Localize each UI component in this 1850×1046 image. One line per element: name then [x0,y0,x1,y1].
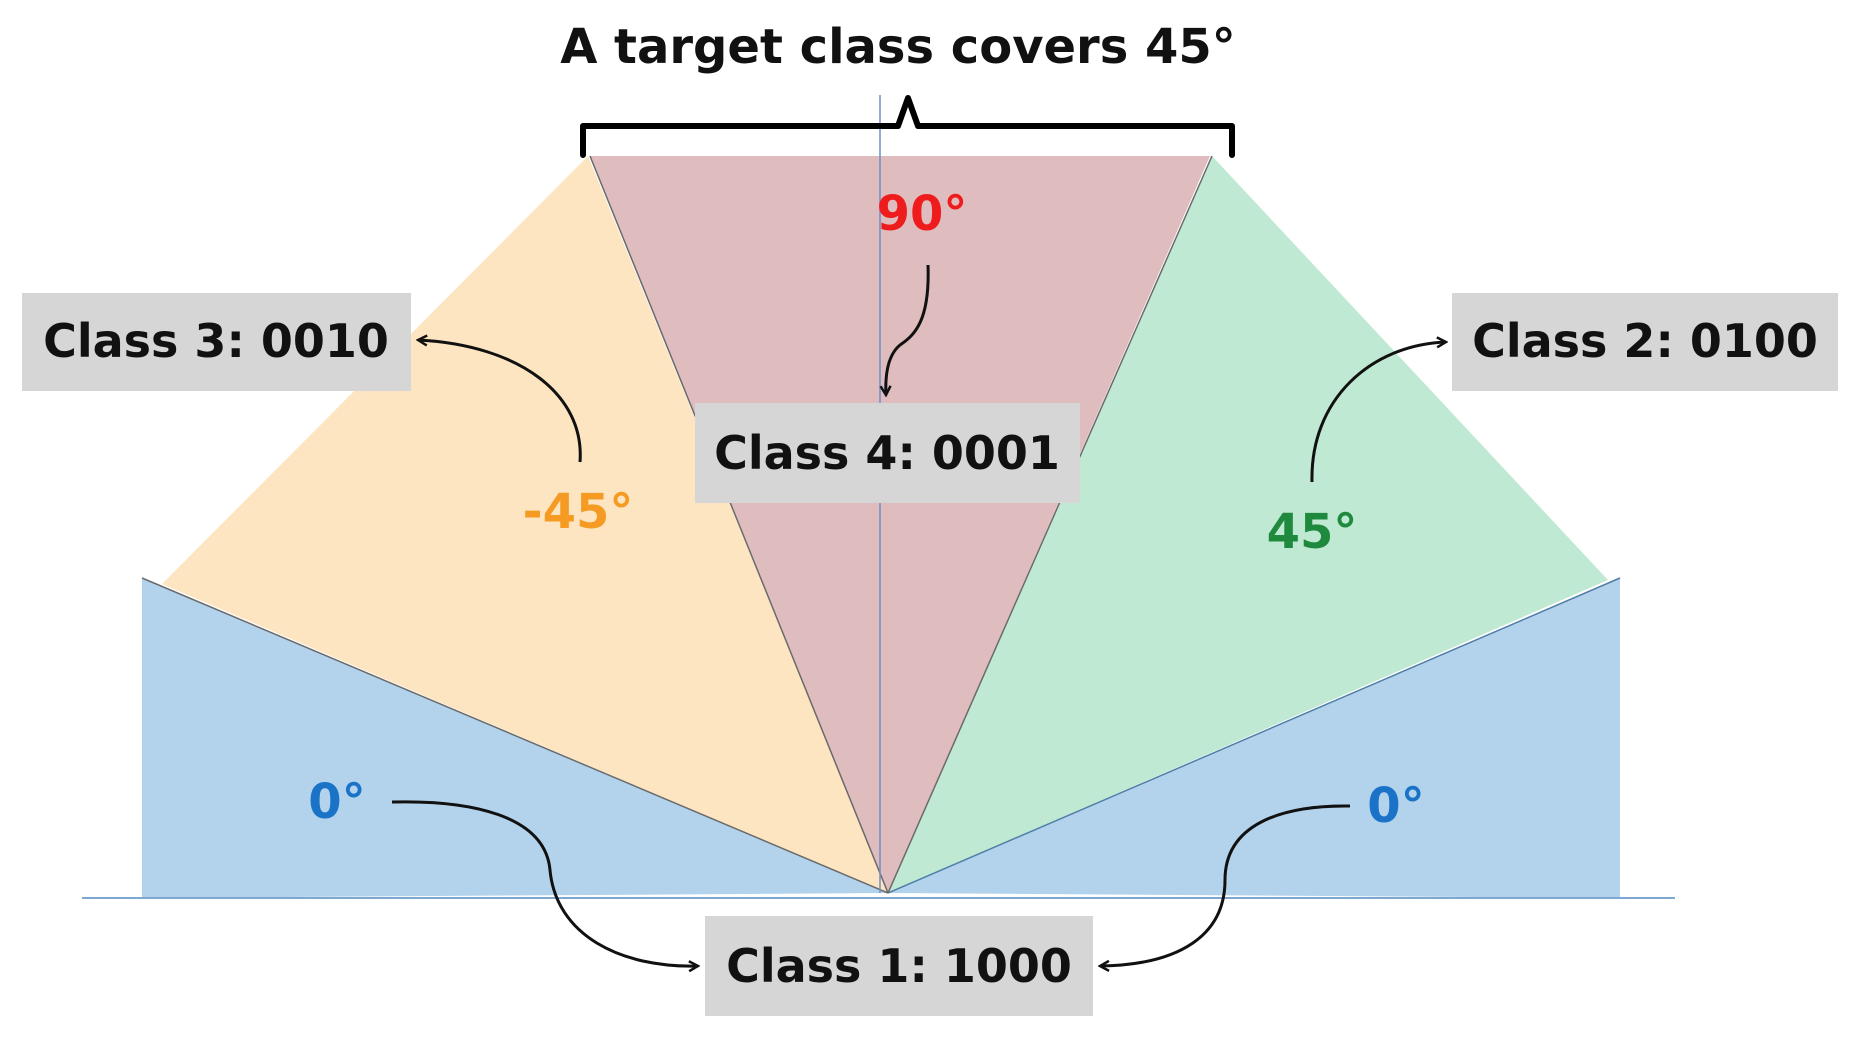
class-1-box [705,916,1093,1016]
angle-0-right-label: 0° [1367,778,1424,834]
class-1-label: Class 1: 1000 [726,939,1072,993]
angle-45-label: 45° [1267,504,1358,560]
title: A target class covers 45° [560,19,1236,75]
class-2-label: Class 2: 0100 [1472,314,1818,368]
red-sector [590,156,1210,893]
class-2-box [1452,293,1838,391]
arrow-90-to-class-4 [886,264,930,395]
boundary-line-left-lower [141,577,889,894]
angle-neg45-label: -45° [523,484,634,540]
class-4-label: Class 4: 0001 [714,426,1060,480]
boundary-line-left-upper [589,155,889,894]
arrow-neg45-to-class-3 [418,340,582,463]
orange-sector [162,156,888,893]
boundary-line-right-upper [887,155,1213,894]
boundary-line-right-lower [887,577,1621,894]
green-sector [888,156,1608,893]
blue-sector-left [142,578,888,898]
angle-90-label: 90° [877,186,968,242]
arrow-0-left-to-class-1 [391,800,698,966]
curly-brace [580,95,1235,158]
arrow-0-right-to-class-1 [1100,804,1351,966]
blue-sector-right [888,578,1620,898]
class-4-box [695,403,1080,503]
class-3-box [22,293,411,391]
class-3-label: Class 3: 0010 [43,314,389,368]
arrow-45-to-class-2 [1310,342,1446,483]
angle-0-left-label: 0° [308,774,365,830]
